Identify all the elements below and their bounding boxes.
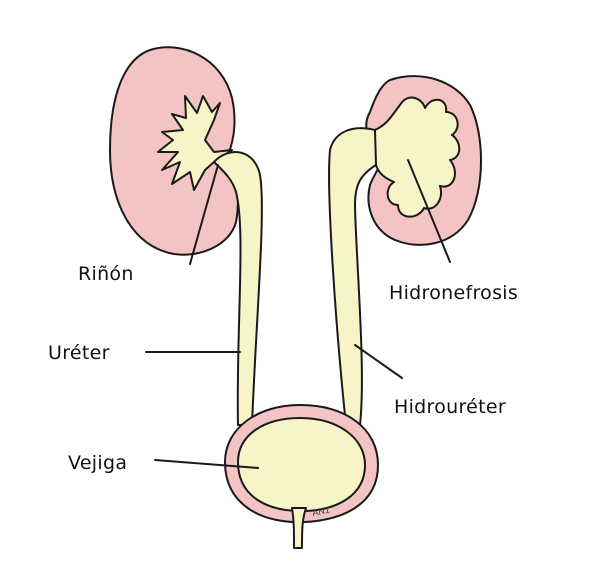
right-ureter xyxy=(328,127,377,426)
vejiga-label: Vejiga xyxy=(68,452,128,474)
hidroureter-leader-line xyxy=(354,344,403,379)
left-renal-pelvis xyxy=(157,95,233,191)
artist-signature: AN1 xyxy=(311,505,330,518)
bladder-lumen xyxy=(237,417,366,513)
ureter-label: Uréter xyxy=(48,342,110,364)
hidronefrosis-leader-line xyxy=(407,159,451,263)
vejiga-leader-line xyxy=(154,459,259,469)
hidronefrosis-label: Hidronefrosis xyxy=(389,282,519,304)
right-dilated-pelvis xyxy=(372,96,461,218)
rinon-label: Riñón xyxy=(78,263,134,285)
hidroureter-label: Hidrouréter xyxy=(394,396,507,418)
rinon-leader-line xyxy=(189,164,219,265)
urethra xyxy=(291,507,307,549)
